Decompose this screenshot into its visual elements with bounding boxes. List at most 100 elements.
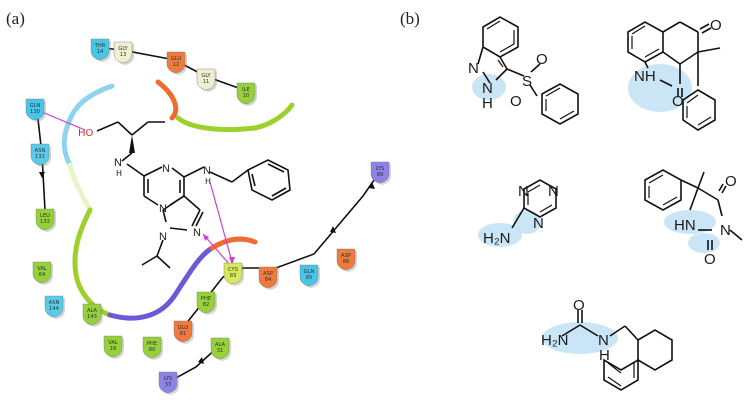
residue-number: 14 bbox=[97, 49, 104, 55]
residue-name: GLN bbox=[30, 103, 41, 109]
residue-number: 131 bbox=[35, 154, 45, 160]
frag1-o2: O bbox=[510, 93, 522, 110]
residue-number: 85 bbox=[306, 275, 313, 281]
frag5-n: N bbox=[598, 332, 609, 349]
residue-number: 12 bbox=[173, 62, 180, 68]
residue-number: 84 bbox=[265, 277, 272, 283]
frag3-n1: N bbox=[518, 183, 529, 200]
atom-n-left: N bbox=[114, 157, 122, 169]
frag1-nh: N bbox=[482, 80, 493, 97]
fragment-5: O H₂N N H bbox=[541, 297, 673, 391]
residue-number: 82 bbox=[203, 302, 210, 308]
frag5-h: H bbox=[599, 347, 610, 364]
residue-number: 86 bbox=[343, 259, 350, 265]
fragment-1: N N H S O O bbox=[468, 16, 579, 125]
atom-ho: HO bbox=[78, 128, 94, 139]
residue-name: GLY bbox=[118, 46, 128, 52]
hbond-gln130 bbox=[41, 111, 86, 131]
atom-n-ring-low: N bbox=[159, 203, 167, 215]
pocket-outline bbox=[61, 79, 295, 321]
atom-h-right: H bbox=[205, 177, 211, 186]
residue-number: 133 bbox=[40, 219, 50, 225]
residue-number: 31 bbox=[217, 348, 224, 354]
residue-name: GLU bbox=[178, 325, 189, 331]
residue-name: ASN bbox=[49, 300, 60, 306]
frag2-o2: O bbox=[672, 93, 684, 110]
residue-number: 13 bbox=[120, 52, 127, 58]
residue-number: 18 bbox=[110, 346, 117, 352]
frag2-o1: O bbox=[710, 17, 722, 34]
frag5-o: O bbox=[573, 297, 585, 314]
residue-name: VAL bbox=[37, 266, 47, 272]
frag2-nh: NH bbox=[634, 68, 656, 85]
residue-name: GLN bbox=[304, 269, 315, 275]
hbond-arrow-cys83-a bbox=[229, 257, 235, 265]
hbond-cys83-b bbox=[202, 233, 231, 266]
residue-name: GLU bbox=[171, 56, 182, 62]
residue-name: ASP bbox=[341, 253, 351, 259]
atom-n-imid: N bbox=[193, 227, 201, 239]
residue-name: LYS bbox=[376, 166, 385, 172]
atom-n-ring-top: N bbox=[162, 163, 170, 175]
residue-number: 10 bbox=[243, 93, 250, 99]
panel-a-label: (a) bbox=[6, 9, 25, 28]
residue-name: ASN bbox=[35, 148, 46, 154]
frag5-h2n: H₂N bbox=[541, 332, 569, 349]
frag3-n2: N bbox=[548, 183, 559, 200]
residue-number: 144 bbox=[49, 306, 60, 312]
frag3-nh2: H₂N bbox=[483, 230, 511, 247]
hbond-cys83-a bbox=[209, 181, 233, 263]
frag1-n: N bbox=[468, 60, 479, 77]
residue-name: ASP bbox=[263, 271, 273, 277]
residue-number: 64 bbox=[39, 272, 46, 278]
frag1-o1: O bbox=[536, 51, 548, 68]
frag1-s: S bbox=[522, 73, 532, 90]
residue-number: 11 bbox=[203, 79, 210, 85]
residue-name: PHE bbox=[201, 296, 211, 302]
residue-number: 89 bbox=[377, 172, 384, 178]
frag4-hn: HN bbox=[674, 217, 696, 234]
backbone-arrows bbox=[39, 172, 375, 364]
fragment-4: O O HN N bbox=[644, 169, 743, 268]
ligand-atom-labels: HO N H N H N N N N bbox=[78, 128, 211, 243]
residue-name: GLY bbox=[201, 73, 211, 79]
residue-name: ILE bbox=[242, 87, 250, 93]
fragment-2: O O NH bbox=[627, 17, 722, 131]
residue-name: LYS bbox=[164, 376, 173, 382]
residue-number: 83 bbox=[230, 273, 237, 279]
fragments-panel: N N H S O O bbox=[468, 16, 743, 391]
hbond-arrow-cys83-b bbox=[203, 234, 209, 241]
frag4-o1: O bbox=[725, 173, 737, 190]
residue-number: 80 bbox=[149, 347, 156, 353]
residue-name: ALA bbox=[215, 342, 226, 348]
atom-h-left: H bbox=[116, 169, 122, 178]
frag3-n3: N bbox=[533, 215, 544, 232]
frag4-n: N bbox=[720, 222, 731, 239]
residue-name: CYS bbox=[228, 267, 238, 273]
panel-b-label: (b) bbox=[400, 9, 420, 28]
residue-number: 81 bbox=[180, 331, 187, 337]
atom-n-isopropyl: N bbox=[159, 231, 167, 243]
residue-number: 143 bbox=[87, 314, 97, 320]
residue-number: 130 bbox=[30, 109, 40, 115]
ligand-structure bbox=[96, 121, 291, 269]
